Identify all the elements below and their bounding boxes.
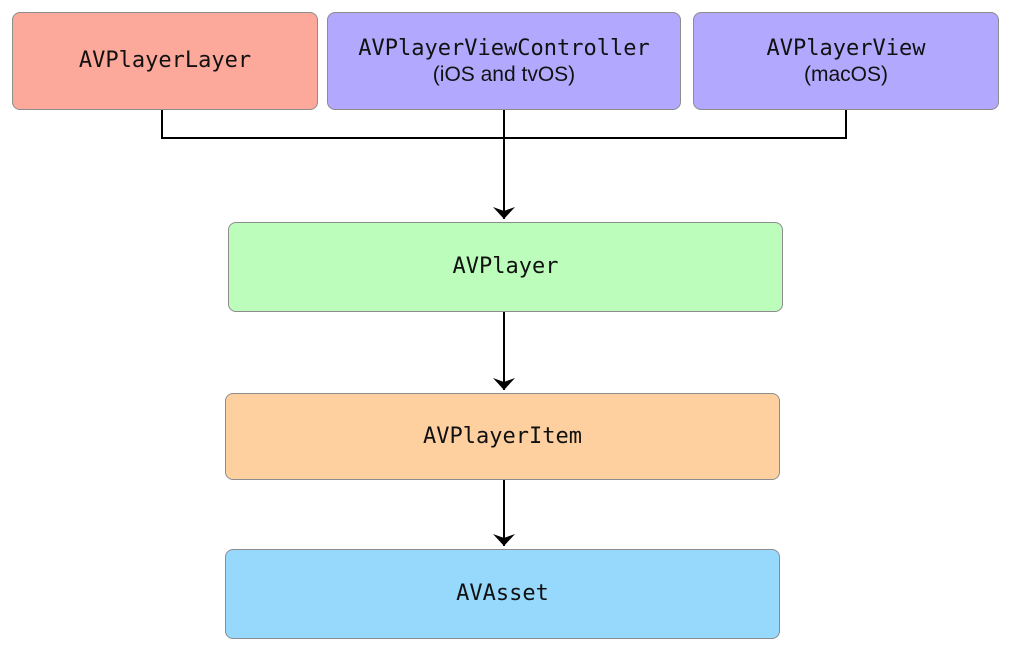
node-av-player: AVPlayer [228, 222, 783, 312]
node-label: AVPlayerLayer [78, 48, 252, 73]
node-av-player-view: AVPlayerView (macOS) [693, 12, 999, 110]
edge-av-player-layer-to-av-player [161, 110, 504, 139]
node-av-asset: AVAsset [225, 549, 780, 639]
node-label: AVAsset [456, 581, 549, 606]
node-label: AVPlayerView [766, 36, 926, 61]
node-label: AVPlayerItem [423, 423, 582, 449]
node-label: AVPlayerViewController [358, 36, 650, 61]
node-sublabel: (iOS and tvOS) [432, 63, 576, 86]
node-av-player-item: AVPlayerItem [225, 393, 780, 480]
node-sublabel: (macOS) [804, 63, 888, 86]
edge-av-player-view-to-av-player [504, 110, 847, 139]
node-label: AVPlayer [452, 254, 559, 279]
node-av-player-view-controller: AVPlayerViewController (iOS and tvOS) [327, 12, 681, 110]
node-av-player-layer: AVPlayerLayer [12, 12, 318, 110]
